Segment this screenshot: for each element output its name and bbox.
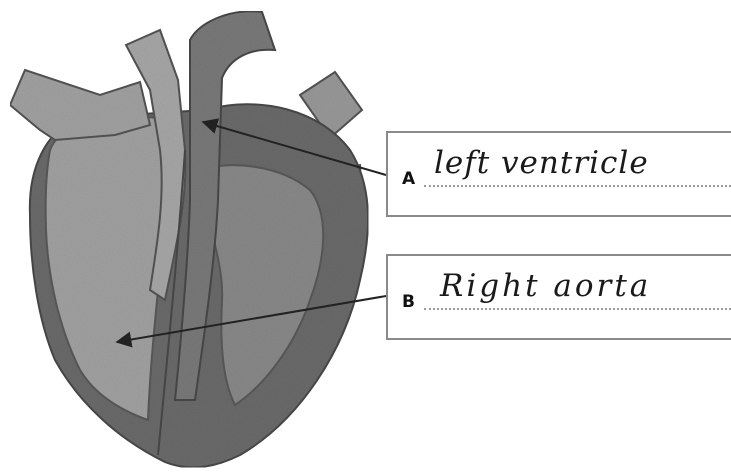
- answer-text-a[interactable]: left ventricle: [434, 145, 649, 181]
- label-box-a: A left ventricle: [386, 131, 731, 217]
- label-letter-b: B: [402, 292, 415, 312]
- answer-line-a: [424, 185, 731, 187]
- label-letter-a: A: [402, 169, 415, 189]
- answer-line-b: [424, 308, 731, 310]
- label-box-b: B Right aorta: [386, 254, 731, 340]
- answer-text-b[interactable]: Right aorta: [440, 268, 651, 304]
- heart-illustration: [10, 11, 368, 467]
- vena-cava: [10, 70, 150, 140]
